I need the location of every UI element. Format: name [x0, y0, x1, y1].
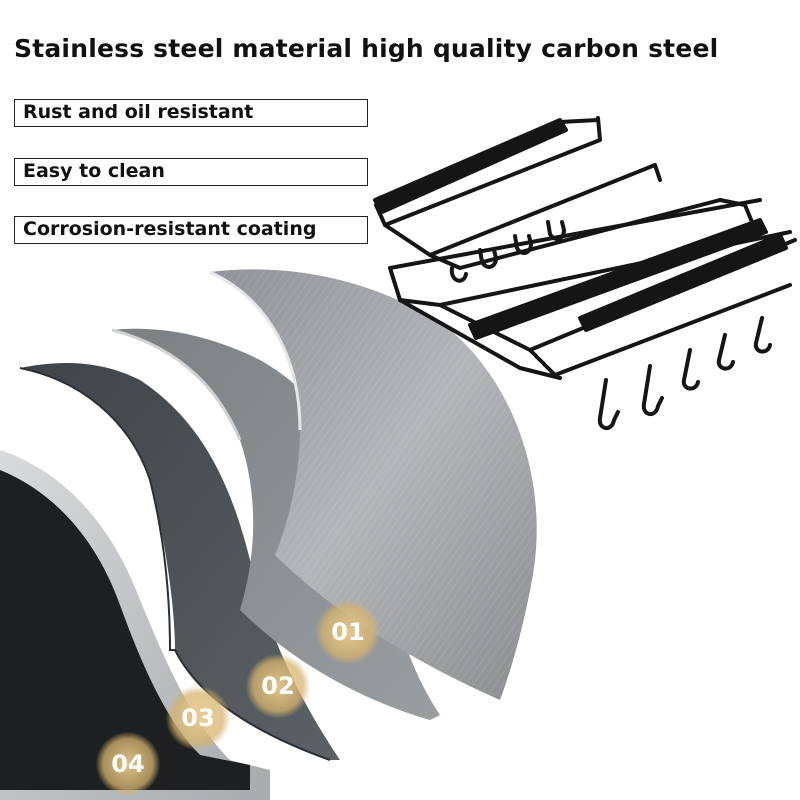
- layer-badge-01: 01: [316, 600, 380, 664]
- headline: Stainless steel material high quality ca…: [14, 34, 719, 63]
- feature-label-easy-to-clean: Easy to clean: [14, 158, 368, 186]
- layer-badge-02: 02: [246, 654, 310, 718]
- layer-badge-04: 04: [96, 732, 160, 796]
- layer-badge-03: 03: [166, 686, 230, 750]
- feature-label-rust-resistant: Rust and oil resistant: [14, 99, 368, 127]
- feature-label-corrosion-coating: Corrosion-resistant coating: [14, 216, 368, 244]
- layer-04-frame: [0, 450, 270, 800]
- rack-illustration: [373, 116, 797, 430]
- layer-01-silver: [209, 269, 537, 700]
